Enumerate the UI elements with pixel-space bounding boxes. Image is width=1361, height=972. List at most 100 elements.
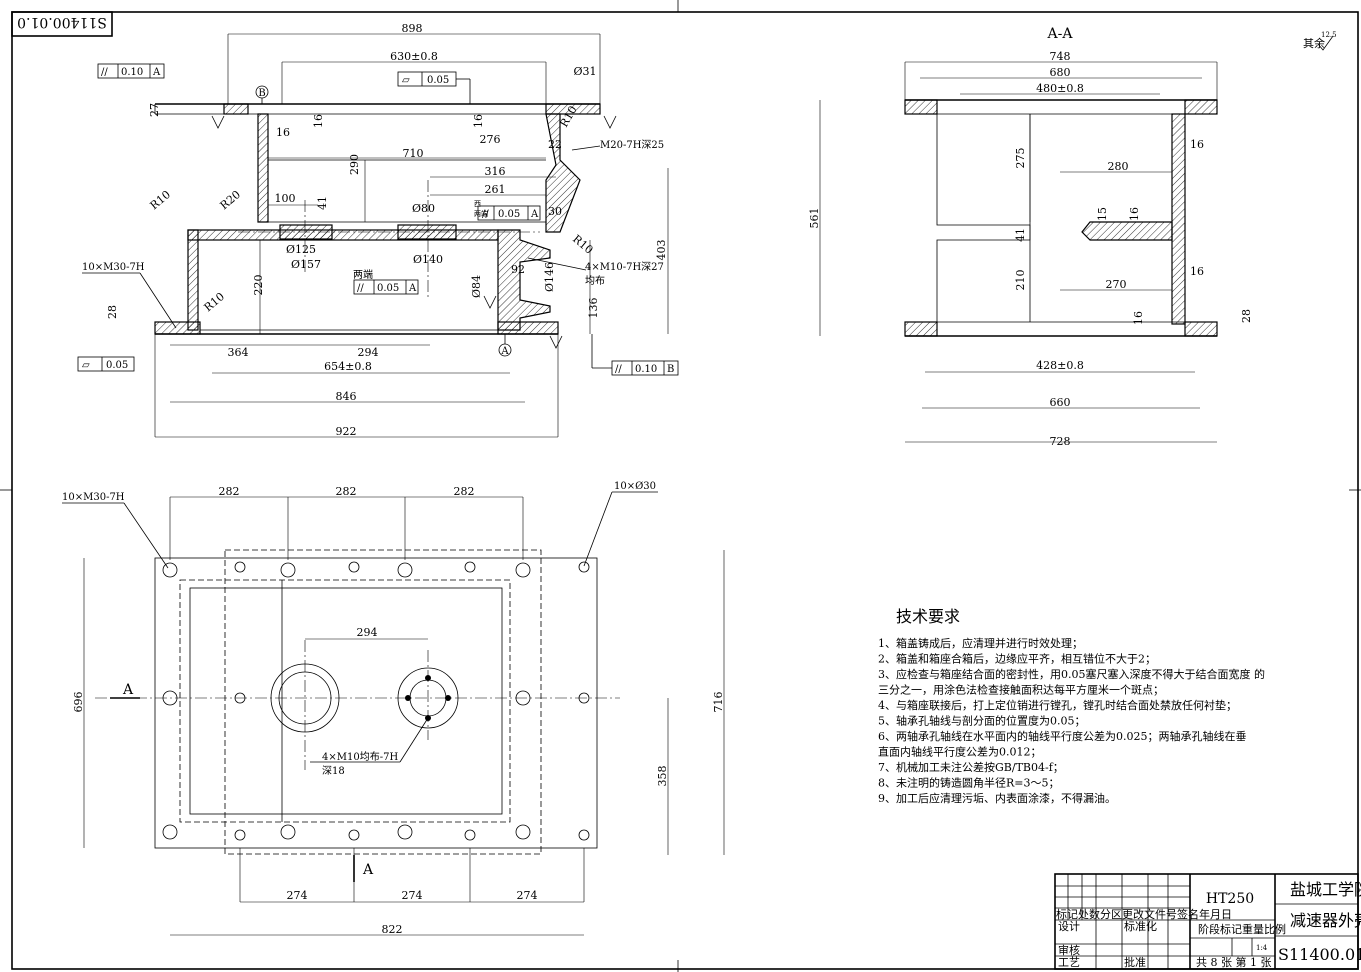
tol4-ref: A bbox=[408, 283, 417, 294]
tol3-sym: // bbox=[482, 209, 489, 220]
roughness-note: 其余 12.5 bbox=[1303, 31, 1337, 51]
dim-261: 261 bbox=[485, 183, 506, 196]
radius-r20: R20 bbox=[218, 188, 243, 212]
tolerance-frame-6: // 0.10 B bbox=[591, 334, 679, 376]
tol6-sym: // bbox=[615, 364, 622, 375]
tol4-val: 0.05 bbox=[377, 283, 399, 294]
sec-dim-660: 660 bbox=[1050, 396, 1071, 409]
dim-0146: Ø146 bbox=[543, 262, 556, 292]
plan-section-a-left: A bbox=[122, 682, 134, 698]
plan-view: 282 282 282 294 696 716 358 274 274 274 … bbox=[62, 481, 725, 936]
dim-27: 27 bbox=[148, 103, 161, 117]
tol1-ref: A bbox=[152, 67, 161, 78]
dim-846: 846 bbox=[336, 390, 357, 403]
datum-b: B bbox=[258, 88, 265, 99]
dim-316: 316 bbox=[485, 165, 506, 178]
sec-dim-270: 270 bbox=[1106, 278, 1127, 291]
radius-r10-a: R10 bbox=[148, 188, 173, 212]
dim-100: 100 bbox=[275, 192, 296, 205]
technical-requirements: 技术要求 1、箱盖铸成后，应清理并进行时效处理；2、箱盖和箱座合箱后，边缘应平齐… bbox=[878, 607, 1265, 805]
sec-dim-28: 28 bbox=[1240, 309, 1253, 323]
plan-dim-696: 696 bbox=[72, 692, 85, 713]
dim-898: 898 bbox=[402, 22, 423, 35]
title-sheets: 共 8 张 第 1 张 bbox=[1196, 955, 1271, 969]
dim-084: Ø84 bbox=[470, 275, 483, 298]
sec-dim-16c: 16 bbox=[1190, 265, 1204, 278]
tolerance-frame-3: // 0.05 A bbox=[477, 205, 541, 221]
sec-dim-275: 275 bbox=[1014, 148, 1027, 169]
plan-section-a-bottom: A bbox=[362, 862, 374, 878]
section-title: A-A bbox=[1047, 26, 1074, 42]
sec-dim-16a: 16 bbox=[1190, 138, 1204, 151]
sec-dim-748: 748 bbox=[1050, 50, 1071, 63]
tech-item: 4、与箱座联接后，打上定位销进行镗孔，镗孔时结合面处禁放任何衬垫； bbox=[878, 698, 1237, 712]
tech-item: 6、两轴承孔轴线在水平面内的轴线平行度公差为0.025；两轴承孔轴线在垂 bbox=[878, 729, 1247, 743]
drawing-number-top: S11400.01.0 bbox=[17, 14, 107, 30]
dim-220: 220 bbox=[252, 275, 265, 296]
plan-dim-274b: 274 bbox=[402, 889, 423, 902]
dim-080: Ø80 bbox=[412, 202, 435, 215]
title-approve: 批准 bbox=[1124, 955, 1146, 969]
tol3-ref: A bbox=[530, 209, 539, 220]
note-m10-even: 均布 bbox=[585, 275, 605, 287]
roughness-label: 其余 bbox=[1303, 36, 1325, 50]
dim-0125: Ø125 bbox=[286, 243, 316, 256]
dim-16c: 16 bbox=[472, 114, 485, 128]
tol1-sym: // bbox=[101, 67, 108, 78]
dim-0157: Ø157 bbox=[291, 258, 321, 271]
dim-41: 41 bbox=[316, 196, 329, 210]
dim-276: 276 bbox=[480, 133, 501, 146]
sec-dim-280: 280 bbox=[1108, 160, 1129, 173]
dim-22: 22 bbox=[548, 138, 562, 151]
note-both-ends-2: 两端 bbox=[474, 209, 488, 218]
dim-136: 136 bbox=[587, 298, 600, 319]
bolt-holes bbox=[162, 561, 590, 841]
dim-30: 30 bbox=[548, 205, 562, 218]
dim-922: 922 bbox=[336, 425, 357, 438]
title-process: 工艺 bbox=[1058, 956, 1080, 969]
tol3-val: 0.05 bbox=[498, 209, 520, 220]
dim-92: 92 bbox=[511, 263, 525, 276]
title-material: HT250 bbox=[1206, 891, 1254, 907]
roughness-value: 12.5 bbox=[1321, 31, 1337, 39]
tech-item: 1、箱盖铸成后，应清理并进行时效处理； bbox=[878, 636, 1083, 650]
tol6-ref: B bbox=[667, 364, 674, 375]
dim-364: 364 bbox=[228, 346, 249, 359]
tolerance-frame-2: ▱ 0.05 bbox=[397, 71, 471, 104]
tol2-sym: ▱ bbox=[402, 75, 410, 86]
tech-item: 三分之一，用涂色法检查接触面积达每平方厘米一个斑点； bbox=[878, 683, 1164, 697]
plan-dim-282c: 282 bbox=[454, 485, 475, 498]
title-design: 设计 bbox=[1058, 920, 1080, 933]
sec-dim-210: 210 bbox=[1014, 270, 1027, 291]
radius-r10-d: R10 bbox=[570, 232, 595, 256]
plan-dim-282a: 282 bbox=[219, 485, 240, 498]
tech-item: 7、机械加工未注公差按GB/TB04-f； bbox=[878, 760, 1064, 774]
plan-dim-358: 358 bbox=[656, 766, 669, 787]
dim-0140: Ø140 bbox=[413, 253, 443, 266]
sec-dim-680: 680 bbox=[1050, 66, 1071, 79]
tol4-sym: // bbox=[357, 283, 364, 294]
sec-dim-16d: 16 bbox=[1132, 311, 1145, 325]
title-part-name: 减速器外壳 bbox=[1290, 911, 1361, 930]
note-m10: 4×M10-7H深27 bbox=[585, 261, 664, 273]
tolerance-frame-5: ▱ 0.05 bbox=[77, 356, 135, 372]
section-a-a-view: A-A 748 680 480±0.8 561 275 bbox=[808, 26, 1253, 448]
plan-note-depth: 深18 bbox=[322, 765, 345, 777]
note-m20: M20-7H深25 bbox=[600, 139, 664, 151]
sec-dim-728: 728 bbox=[1050, 435, 1071, 448]
plan-dim-822: 822 bbox=[382, 923, 403, 936]
dim-403: 403 bbox=[655, 240, 668, 261]
tolerance-frame-4: // 0.05 A bbox=[353, 279, 419, 295]
tech-item: 9、加工后应清理污垢、内表面涂漆，不得漏油。 bbox=[878, 791, 1116, 805]
plan-note-m10: 4×M10均布-7H bbox=[322, 751, 398, 763]
plan-note-m30: 10×M30-7H bbox=[62, 492, 125, 503]
dim-654: 654±0.8 bbox=[324, 360, 372, 373]
tech-item: 2、箱盖和箱座合箱后，边缘应平齐，相互错位不大于2； bbox=[878, 652, 1156, 666]
dim-16a: 16 bbox=[276, 126, 290, 139]
plan-dim-716: 716 bbox=[712, 692, 725, 713]
plan-dim-294: 294 bbox=[357, 626, 378, 639]
title-school: 盐城工学院 bbox=[1290, 880, 1361, 899]
dim-031: Ø31 bbox=[573, 65, 596, 78]
title-mark-row: 标记处数分区更改文件号签名年月日 bbox=[1056, 907, 1232, 921]
